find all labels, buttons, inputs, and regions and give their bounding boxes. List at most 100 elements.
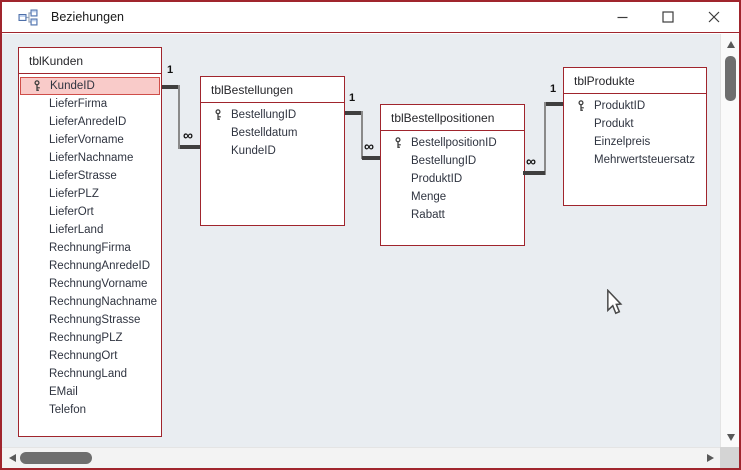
field-row[interactable]: LieferStrasse xyxy=(19,167,161,185)
field-row[interactable]: LieferNachname xyxy=(19,149,161,167)
field-row[interactable]: Bestelldatum xyxy=(201,124,344,142)
relationship-many-end[interactable] xyxy=(180,145,200,149)
field-row[interactable]: Rabatt xyxy=(381,206,524,224)
field-row[interactable]: ProduktID xyxy=(564,97,706,115)
field-row[interactable]: KundeID xyxy=(201,142,344,160)
field-label: LieferVorname xyxy=(49,134,124,146)
field-row[interactable]: BestellpositionID xyxy=(381,134,524,152)
relationship-many-end[interactable] xyxy=(362,156,380,160)
field-row[interactable]: EMail xyxy=(19,383,161,401)
field-row[interactable]: RechnungFirma xyxy=(19,239,161,257)
scrollbar-corner xyxy=(720,447,739,468)
relationship-line[interactable] xyxy=(544,102,546,175)
field-label: Mehrwertsteuersatz xyxy=(594,154,695,166)
primary-key-icon xyxy=(576,100,594,112)
field-row[interactable]: KundeID xyxy=(20,77,160,95)
field-label: BestellungID xyxy=(411,155,477,167)
field-label: ProduktID xyxy=(411,173,463,185)
table-tblBestellpositionen[interactable]: tblBestellpositionen BestellpositionID Be… xyxy=(380,104,525,246)
field-label: BestellungID xyxy=(231,109,297,121)
field-label: Menge xyxy=(411,191,447,203)
field-label: LieferOrt xyxy=(49,206,94,218)
relationship-many-end[interactable] xyxy=(523,171,545,175)
cardinality-one-label: 1 xyxy=(349,92,356,104)
field-label: RechnungFirma xyxy=(49,242,131,254)
relationships-icon xyxy=(18,9,38,26)
field-row[interactable]: Einzelpreis xyxy=(564,133,706,151)
field-label: RechnungAnredeID xyxy=(49,260,151,272)
field-label: RechnungVorname xyxy=(49,278,148,290)
minimize-icon xyxy=(617,16,627,18)
field-row[interactable]: Mehrwertsteuersatz xyxy=(564,151,706,169)
primary-key-icon xyxy=(32,80,50,92)
table-title[interactable]: tblBestellungen xyxy=(201,77,344,103)
field-row[interactable]: LieferFirma xyxy=(19,95,161,113)
field-row[interactable]: RechnungAnredeID xyxy=(19,257,161,275)
field-row[interactable]: RechnungOrt xyxy=(19,347,161,365)
field-row[interactable]: LieferVorname xyxy=(19,131,161,149)
table-title[interactable]: tblKunden xyxy=(19,48,161,74)
relationship-line[interactable] xyxy=(178,85,180,149)
field-label: LieferFirma xyxy=(49,98,108,110)
field-label: LieferNachname xyxy=(49,152,134,164)
field-row[interactable]: LieferLand xyxy=(19,221,161,239)
window-title: Beziehungen xyxy=(51,10,124,24)
vertical-scrollbar[interactable] xyxy=(720,34,739,447)
scroll-up-button[interactable] xyxy=(721,36,739,52)
field-label: RechnungOrt xyxy=(49,350,118,362)
field-label: KundeID xyxy=(231,145,276,157)
down-arrow-icon xyxy=(726,433,735,441)
field-label: LieferLand xyxy=(49,224,104,236)
scroll-left-button[interactable] xyxy=(4,448,20,468)
vertical-scrollbar-thumb[interactable] xyxy=(725,56,736,101)
field-label: Einzelpreis xyxy=(594,136,651,148)
field-row[interactable]: Produkt xyxy=(564,115,706,133)
field-label: RechnungNachname xyxy=(49,296,158,308)
cardinality-many-label: ∞ xyxy=(183,127,193,143)
field-row[interactable]: LieferAnredeID xyxy=(19,113,161,131)
field-row[interactable]: LieferOrt xyxy=(19,203,161,221)
field-label: LieferStrasse xyxy=(49,170,117,182)
relationship-line[interactable] xyxy=(361,111,363,159)
field-label: KundeID xyxy=(50,80,95,92)
scroll-down-button[interactable] xyxy=(721,429,739,445)
field-row[interactable]: BestellungID xyxy=(381,152,524,170)
up-arrow-icon xyxy=(726,40,735,48)
relationship-one-end[interactable] xyxy=(545,102,563,106)
relationship-one-end[interactable] xyxy=(345,111,363,115)
primary-key-icon xyxy=(393,137,411,149)
field-label: Rabatt xyxy=(411,209,445,221)
field-row[interactable]: BestellungID xyxy=(201,106,344,124)
field-label: RechnungStrasse xyxy=(49,314,141,326)
field-row[interactable]: Menge xyxy=(381,188,524,206)
field-row[interactable]: RechnungStrasse xyxy=(19,311,161,329)
field-row[interactable]: RechnungPLZ xyxy=(19,329,161,347)
minimize-button[interactable] xyxy=(599,2,645,32)
table-title[interactable]: tblProdukte xyxy=(564,68,706,94)
field-label: ProduktID xyxy=(594,100,646,112)
left-arrow-icon xyxy=(8,454,16,462)
field-row[interactable]: ProduktID xyxy=(381,170,524,188)
field-row[interactable]: Telefon xyxy=(19,401,161,419)
relationship-one-end[interactable] xyxy=(162,85,180,89)
table-tblBestellungen[interactable]: tblBestellungen BestellungID Bestelldatum… xyxy=(200,76,345,226)
field-row[interactable]: RechnungVorname xyxy=(19,275,161,293)
maximize-button[interactable] xyxy=(645,2,691,32)
scroll-right-button[interactable] xyxy=(702,448,718,468)
field-label: Telefon xyxy=(49,404,87,416)
field-row[interactable]: RechnungLand xyxy=(19,365,161,383)
horizontal-scrollbar-thumb[interactable] xyxy=(20,452,92,464)
close-button[interactable] xyxy=(691,2,737,32)
right-arrow-icon xyxy=(706,454,714,462)
horizontal-scrollbar[interactable] xyxy=(2,447,720,468)
table-title[interactable]: tblBestellpositionen xyxy=(381,105,524,131)
field-row[interactable]: RechnungNachname xyxy=(19,293,161,311)
field-row[interactable]: LieferPLZ xyxy=(19,185,161,203)
title-bar[interactable]: Beziehungen xyxy=(2,2,739,33)
